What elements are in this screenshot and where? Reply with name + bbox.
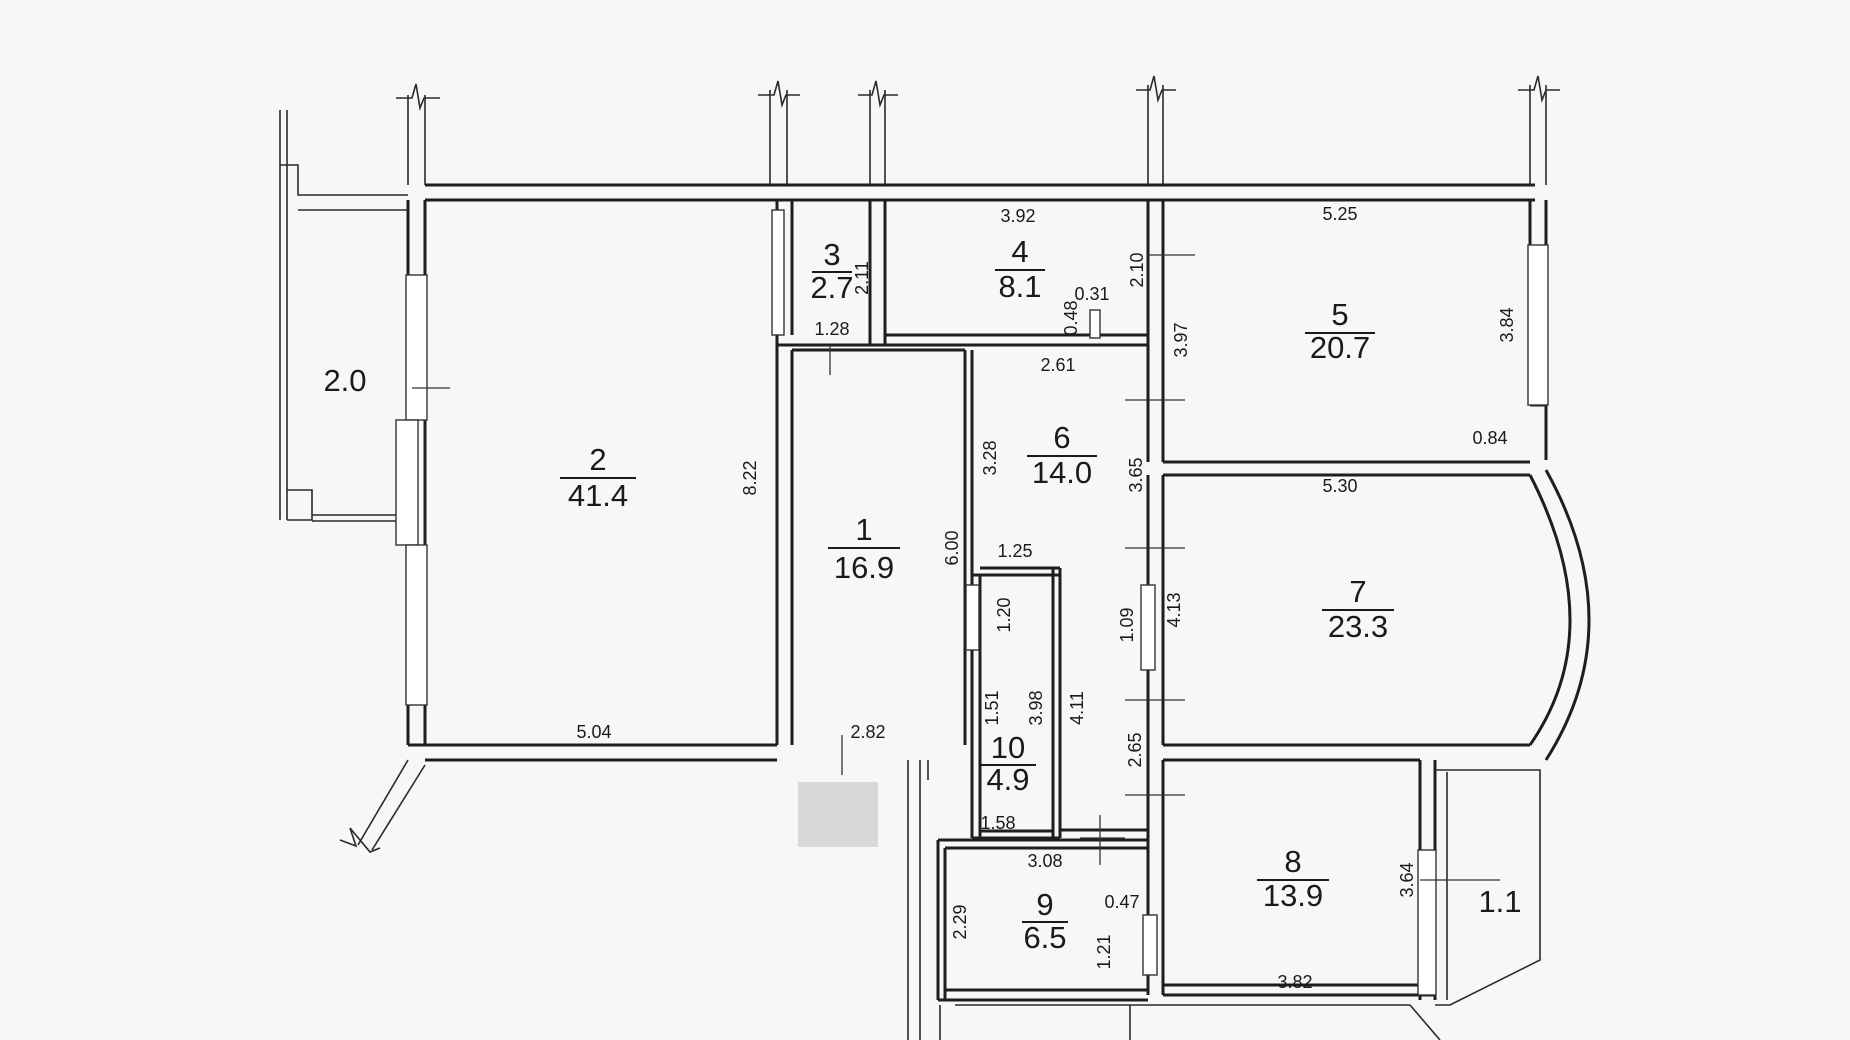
dim-5-30: 5.30 [1322, 476, 1357, 496]
shaded-block [798, 782, 878, 847]
dim-0-31: 0.31 [1074, 284, 1109, 304]
dim-5-04: 5.04 [576, 722, 611, 742]
dim-1-25: 1.25 [997, 541, 1032, 561]
room-9-number: 9 [1036, 887, 1053, 922]
dim-3-65: 3.65 [1126, 457, 1146, 492]
dim-1-28: 1.28 [814, 319, 849, 339]
room-4-label: 4 8.1 [995, 234, 1045, 304]
dim-2-11: 2.11 [852, 261, 872, 295]
balcony-left-area: 2.0 [323, 363, 366, 398]
dim-2-82: 2.82 [850, 722, 885, 742]
door-room6-7 [1140, 584, 1156, 671]
dim-4-11: 4.11 [1067, 691, 1087, 725]
room-7-area: 23.3 [1328, 609, 1388, 644]
dim-2-61: 2.61 [1040, 355, 1075, 375]
dim-3-92: 3.92 [1000, 206, 1035, 226]
room-3-area: 2.7 [810, 270, 853, 305]
dim-0-47: 0.47 [1104, 892, 1139, 912]
dim-1-21: 1.21 [1094, 934, 1114, 969]
windows [395, 209, 1549, 996]
room-10-area: 4.9 [986, 762, 1029, 797]
dim-4-13: 4.13 [1164, 592, 1184, 627]
column-marker [1089, 309, 1101, 339]
dim-3-97: 3.97 [1171, 322, 1191, 357]
balcony-right-area: 1.1 [1478, 884, 1521, 919]
room-10-number: 10 [991, 730, 1025, 765]
window-room2-upper [405, 274, 428, 421]
room-3-label: 3 2.7 [810, 237, 853, 305]
walls [279, 75, 1591, 1040]
room-7-label: 7 23.3 [1322, 574, 1394, 644]
room-6-label: 6 14.0 [1027, 420, 1097, 490]
room-5-area: 20.7 [1310, 330, 1370, 365]
dim-1-20: 1.20 [994, 597, 1014, 632]
dim-3-98: 3.98 [1026, 690, 1046, 725]
room-2-number: 2 [589, 442, 606, 477]
room-8-label: 8 13.9 [1257, 844, 1329, 913]
door-room9 [1142, 914, 1158, 976]
dim-3-64: 3.64 [1397, 862, 1417, 897]
dim-1-09: 1.09 [1117, 607, 1137, 642]
room-8-number: 8 [1284, 844, 1301, 879]
dim-3-08: 3.08 [1027, 851, 1062, 871]
dimension-labels: 3.92 5.25 2.10 0.31 0.48 1.28 3.97 3.84 … [576, 204, 1517, 992]
dim-1-51: 1.51 [982, 690, 1002, 725]
room-labels: 1 16.9 2 41.4 3 2.7 4 8.1 5 20.7 6 14.0 [323, 234, 1521, 955]
room-9-area: 6.5 [1023, 920, 1066, 955]
window-room2-door [395, 419, 419, 546]
room-4-area: 8.1 [998, 269, 1041, 304]
room-6-area: 14.0 [1032, 455, 1092, 490]
window-room5 [1527, 244, 1549, 406]
room-3-number: 3 [823, 237, 840, 272]
dim-3-84: 3.84 [1497, 307, 1517, 342]
room-1-number: 1 [855, 512, 872, 547]
window-room8 [1417, 849, 1437, 996]
room-2-label: 2 41.4 [560, 442, 636, 513]
dim-5-25: 5.25 [1322, 204, 1357, 224]
room-4-number: 4 [1011, 234, 1028, 269]
room-2-area: 41.4 [568, 478, 628, 513]
dim-2-65: 2.65 [1125, 732, 1145, 767]
room-8-area: 13.9 [1263, 878, 1323, 913]
door-room10 [965, 584, 980, 651]
window-room2-lower [405, 544, 428, 706]
room-6-number: 6 [1053, 420, 1070, 455]
room-9-label: 9 6.5 [1022, 887, 1068, 955]
room-5-label: 5 20.7 [1305, 297, 1375, 365]
dim-6-00: 6.00 [942, 530, 962, 565]
dim-1-58: 1.58 [980, 813, 1015, 833]
window-room3 [771, 209, 785, 336]
dim-3-28: 3.28 [980, 440, 1000, 475]
room-10-label: 10 4.9 [980, 730, 1036, 797]
dim-2-10: 2.10 [1127, 252, 1147, 287]
dimension-ticks [412, 254, 1500, 881]
dim-2-29: 2.29 [950, 904, 970, 939]
room-7-number: 7 [1349, 574, 1366, 609]
room-1-area: 16.9 [834, 550, 894, 585]
dim-0-48: 0.48 [1061, 300, 1081, 335]
room-5-number: 5 [1331, 297, 1348, 332]
dim-3-82: 3.82 [1277, 972, 1312, 992]
room-1-label: 1 16.9 [828, 512, 900, 585]
dim-0-84: 0.84 [1472, 428, 1507, 448]
dim-8-22: 8.22 [740, 460, 760, 495]
